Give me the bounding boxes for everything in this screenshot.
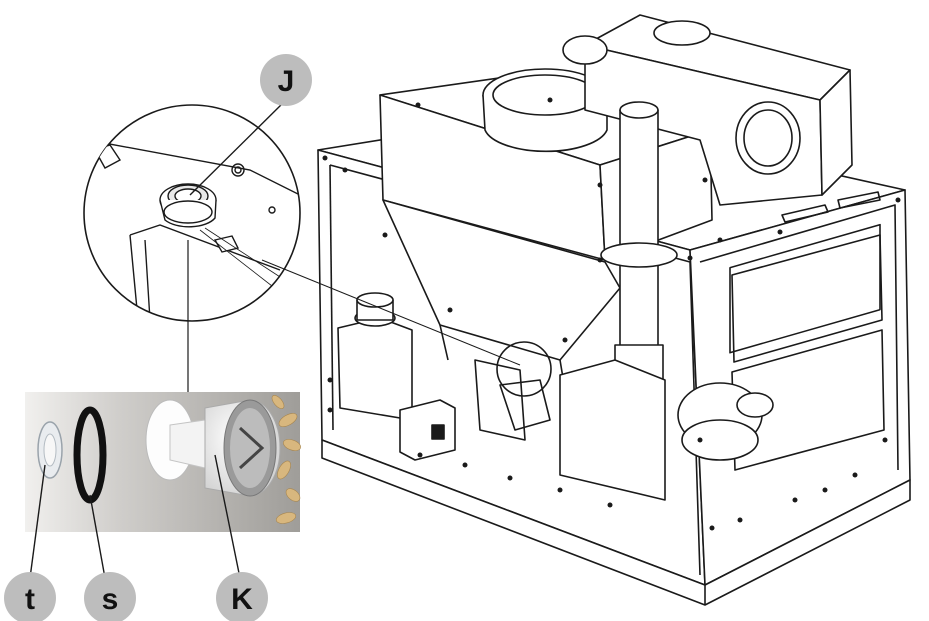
part-s-seal [73, 406, 107, 504]
parts-photo-inset [25, 392, 301, 532]
callout-s: s [84, 572, 136, 621]
part-t-nut [37, 421, 63, 479]
pellet-pile [271, 395, 301, 524]
leader-lines [29, 99, 287, 579]
callout-s-label: s [102, 583, 119, 616]
detail-magnifier [83, 104, 301, 322]
callout-j: J [260, 54, 312, 106]
motor-housing [337, 317, 413, 421]
leader-t [29, 464, 46, 579]
air-box-port-left [562, 35, 608, 65]
callout-j-label: J [278, 65, 295, 98]
callout-t-label: t [25, 583, 35, 616]
callout-k: K [216, 572, 268, 621]
leader-s [89, 494, 106, 579]
air-box-port-top [653, 20, 711, 46]
callout-t: t [4, 572, 56, 621]
leader-k [214, 454, 241, 579]
hopper-funnel [382, 199, 621, 361]
air-box-side [819, 69, 853, 196]
part-k-plug [145, 399, 281, 497]
leader-j [189, 99, 287, 196]
ash-pan-box [559, 359, 666, 501]
callout-k-label: K [231, 583, 253, 616]
projection-line [261, 259, 521, 366]
highlight-circle [496, 341, 552, 397]
switch-box [399, 399, 456, 461]
stove-assembly [317, 14, 911, 606]
